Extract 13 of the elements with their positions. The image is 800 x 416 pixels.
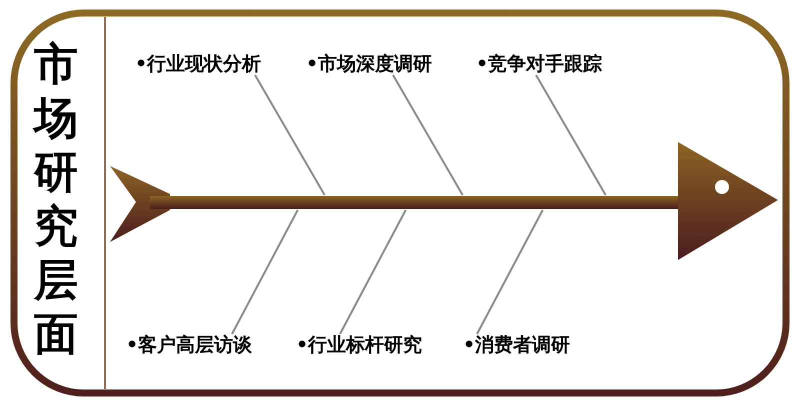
cause-label: •竞争对手跟踪 bbox=[476, 53, 602, 75]
bone-line bbox=[231, 210, 299, 334]
bone-line bbox=[339, 210, 407, 334]
bone-line bbox=[392, 74, 464, 196]
bone-line bbox=[535, 74, 606, 196]
cause-label: •行业标杆研究 bbox=[296, 334, 422, 356]
bone-line bbox=[476, 210, 544, 334]
cause-label: •行业现状分析 bbox=[135, 53, 262, 75]
cause-label: •客户高层访谈 bbox=[126, 334, 252, 356]
bone-line bbox=[254, 74, 326, 196]
title: 市场研究层面 bbox=[32, 38, 79, 362]
cause-label: •市场深度调研 bbox=[306, 53, 432, 75]
cause-label: •消费者调研 bbox=[463, 334, 570, 356]
